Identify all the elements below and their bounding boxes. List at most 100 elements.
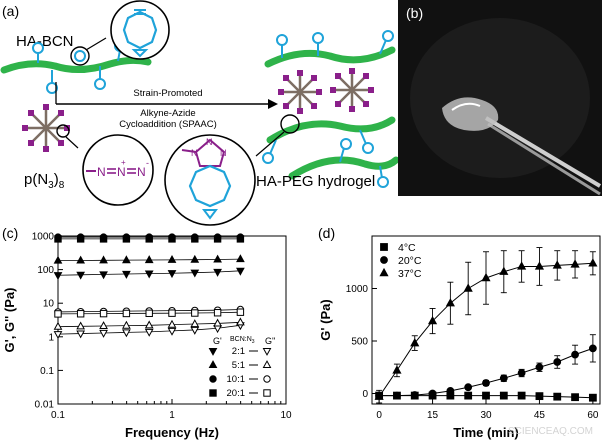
chart-d-legend-label: 37°C (398, 268, 422, 280)
legend-header-g2: G'' (265, 336, 276, 346)
chart-c-legend-marker (208, 360, 218, 369)
chart-c-point (190, 326, 200, 335)
panel-b: (b) (398, 0, 602, 196)
chart-d-legend-marker (380, 243, 388, 251)
panel-d-label: (d) (318, 225, 335, 241)
chart-c-ytick-label: 10 (43, 299, 55, 310)
chart-c-point (76, 330, 86, 339)
chart-c-point (213, 268, 222, 277)
panel-b-label: (b) (406, 5, 423, 21)
watermark: SCIENCEAQ.COM (508, 426, 593, 437)
reaction-arrow (55, 82, 278, 109)
chart-c-point (213, 235, 222, 243)
chart-c-point (76, 310, 85, 318)
chart-c-point (213, 325, 222, 334)
chart-c-point (99, 255, 108, 264)
chart-d-point (570, 259, 580, 268)
chart-c-legend-marker (209, 375, 217, 383)
chart-c-point (145, 235, 153, 243)
triazole-structure-zoom: N N N (164, 134, 256, 226)
chart-c-point (190, 254, 200, 263)
chart-c-point (167, 270, 177, 279)
chart-c-xtick-label: 0.1 (51, 410, 65, 421)
chart-c-legend-label: 5:1 (232, 360, 245, 371)
chart-c-point (213, 254, 222, 263)
chart-c-point (76, 235, 85, 243)
chart-c-point (167, 254, 177, 263)
ha-bcn-chain (0, 56, 152, 74)
peg-azide-star (22, 104, 70, 152)
chart-d-point (374, 391, 384, 400)
chart-d-ytick-label: 500 (351, 337, 368, 348)
chart-c-point (236, 308, 245, 316)
chart-c-point (53, 321, 63, 330)
chart-d-xtick-label: 0 (376, 410, 382, 421)
chart-d-point (535, 392, 544, 401)
chart-d-legend-marker (379, 267, 389, 277)
arrow-label-line2: Alkyne-Azide (140, 108, 195, 119)
chart-c-xlabel: Frequency (Hz) (125, 425, 219, 440)
chart-c-legend-label: 20:1 (227, 388, 246, 399)
svg-text:N: N (191, 148, 198, 158)
chart-d-point (481, 272, 491, 282)
tweezers (484, 116, 602, 188)
chart-c-point (76, 321, 86, 330)
chart-c-point (236, 317, 245, 326)
chart-d-point (393, 391, 401, 400)
chart-c-point (122, 270, 131, 279)
bcn-structure-zoom (110, 0, 170, 60)
chart-c-point (190, 319, 200, 328)
chart-d-point (588, 258, 598, 267)
azide-structure-zoom: N N + N - (82, 134, 154, 206)
chart-c-point (168, 309, 176, 317)
chart-d-point (588, 344, 597, 353)
chart-d-point (517, 261, 527, 270)
product-label: HA-PEG hydrogel (256, 173, 375, 190)
chart-d-point (427, 315, 438, 325)
chart-d-legend-label: 20°C (398, 255, 422, 267)
chart-d-point (588, 393, 597, 402)
chart-d-point (499, 374, 508, 383)
svg-text:N: N (117, 165, 126, 179)
chart-c-point (168, 235, 176, 243)
hydrogel-sample (442, 97, 499, 131)
chart-d-xtick-label: 30 (480, 410, 492, 421)
chart-c-point (99, 271, 108, 280)
chart-c-point (191, 309, 199, 317)
chart-d-point (445, 298, 455, 307)
chart-c-point (122, 255, 131, 264)
crosslinker-label: p(N3)8 (24, 171, 65, 191)
chart-d-ytick-label: 1000 (346, 284, 369, 295)
chart-c-legend-label: 2:1 (232, 346, 245, 357)
panel-c-label: (c) (2, 225, 18, 241)
chart-c-point (122, 329, 131, 338)
svg-text:N: N (97, 165, 106, 179)
chart-c-point (190, 269, 200, 278)
legend-header-ratio: BCN:N3 (230, 336, 255, 345)
chart-c-point (99, 309, 108, 318)
hydrogel-network (255, 30, 400, 188)
chart-c-point (53, 272, 63, 281)
chart-d-point (553, 392, 562, 401)
svg-text:N: N (206, 137, 213, 147)
chart-c-point (99, 329, 108, 338)
chart-c-point (145, 309, 153, 318)
chart-d-legend-label: 4°C (398, 242, 416, 254)
chart-d-xtick-label: 15 (427, 410, 439, 421)
chart-c-point (122, 320, 131, 329)
chart-d-legend: 4°C20°C37°C (379, 242, 422, 280)
chart-c-point (167, 319, 177, 328)
chart-c-point (191, 235, 199, 243)
chart-d-xtick-label: 45 (534, 410, 546, 421)
chart-c-point (76, 271, 86, 280)
chart-c-point (236, 235, 245, 243)
chart-d-point (499, 266, 509, 275)
chart-d-point (446, 386, 455, 395)
chart-c-point (144, 328, 154, 337)
chart-c-point (236, 254, 245, 263)
chart-d-point (464, 383, 473, 392)
chart-c-point (167, 327, 177, 336)
chart-c-ytick-label: 1 (48, 332, 54, 343)
